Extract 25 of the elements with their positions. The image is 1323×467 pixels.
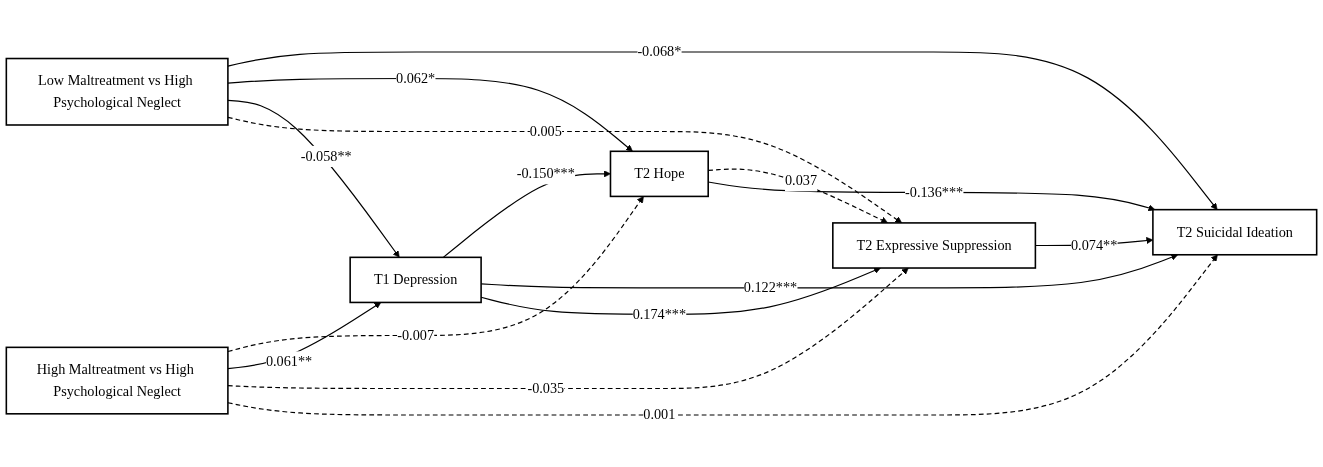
edge-label: 0.061** [265,353,313,370]
edge-label: -0.068* [637,43,682,60]
arrow [227,77,633,152]
node-box: Low Maltreatment vs High Psychological Neglect [5,57,229,126]
edge-label: 0.174*** [632,306,687,322]
edge-label: -0.035 [527,380,565,397]
edge-label: 0.074** [1070,237,1118,253]
edge-label: 0.122*** [743,279,798,296]
edge-label: -0.058** [300,148,352,164]
arrow [227,116,903,224]
node-box: T1 Depression [349,256,482,304]
arrow [227,51,1218,210]
edge-label: -0.007 [397,327,435,343]
edge-label: -0.150*** [516,165,575,182]
edge-label: 0.037 [784,172,818,189]
node-box: High Maltreatment vs High Psychological Neglect [5,346,229,415]
edge-label: 0.001 [643,406,676,423]
edge-label: -0.136*** [905,184,964,200]
edge-label: 0.062* [396,70,436,87]
node-box: T2 Expressive Suppression [832,222,1037,269]
arrow [227,99,400,258]
arrow [227,196,644,353]
node-box: T2 Hope [609,150,709,198]
node-box: T2 Suicidal Ideation [1152,208,1318,256]
edge-label: 0.005 [529,123,562,140]
